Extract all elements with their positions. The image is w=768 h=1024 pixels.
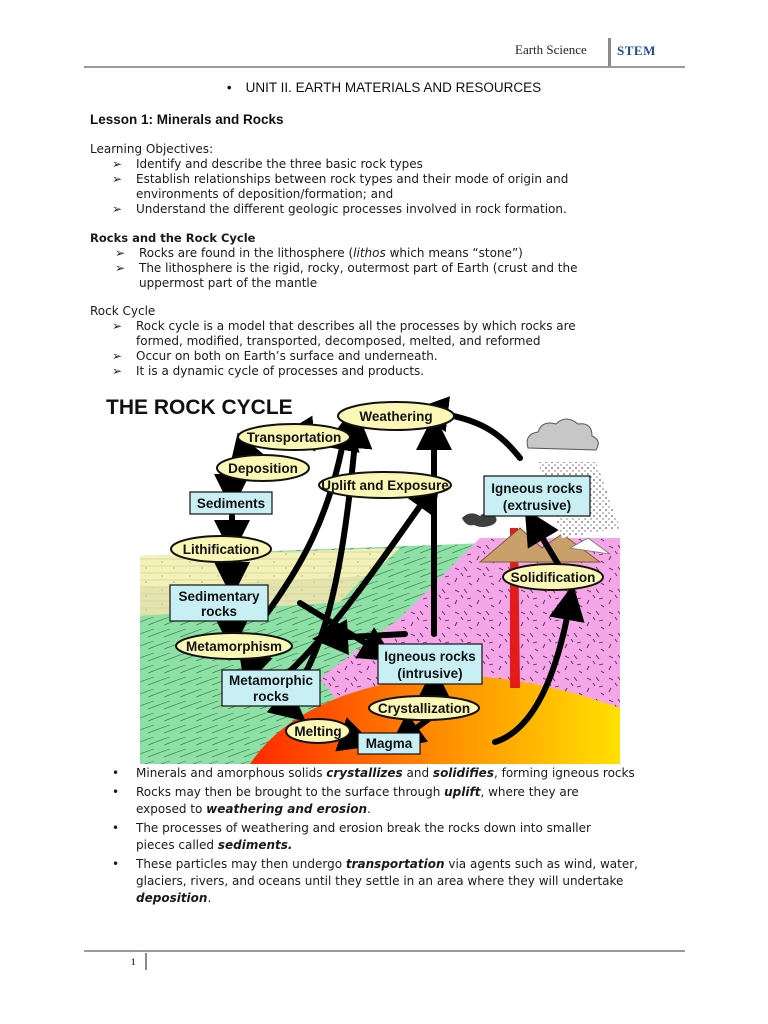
label-weathering: Weathering <box>359 409 432 424</box>
label-transportation: Transportation <box>247 430 342 445</box>
arrow-bullet-icon: ➢ <box>112 319 123 333</box>
label-metamorphic-2: rocks <box>253 689 289 704</box>
diagram-title: THE ROCK CYCLE <box>106 396 293 419</box>
arrow-bullet-icon: ➢ <box>112 157 123 171</box>
arrow-bullet-icon: ➢ <box>112 172 123 186</box>
explanation-item: • The processes of weathering and erosio… <box>112 821 591 852</box>
header-rule <box>84 66 685 68</box>
bullet-icon: • <box>112 857 120 871</box>
bullet-icon: • <box>226 80 232 95</box>
explanation-item: • Minerals and amorphous solids crystall… <box>112 766 635 780</box>
footer-rule <box>84 950 685 952</box>
lesson-title: Lesson 1: Minerals and Rocks <box>90 112 284 127</box>
rocks-heading: Rocks and the Rock Cycle <box>90 231 256 245</box>
bullet-icon: • <box>112 785 120 799</box>
label-igneous-intrusive-2: (intrusive) <box>397 666 462 681</box>
bullet-icon: • <box>112 821 120 835</box>
label-lithification: Lithification <box>183 542 260 557</box>
rock-cycle-item: ➢Rock cycle is a model that describes al… <box>112 319 576 348</box>
explanation-item: • These particles may then undergo trans… <box>112 857 638 905</box>
rock-cycle-item: ➢Occur on both on Earth’s surface and un… <box>112 349 438 363</box>
label-magma: Magma <box>366 736 413 751</box>
unit-title-row: • UNIT II. EARTH MATERIALS AND RESOURCES <box>0 80 768 95</box>
unit-title: UNIT II. EARTH MATERIALS AND RESOURCES <box>245 80 542 95</box>
rock-cycle-heading: Rock Cycle <box>90 304 156 318</box>
rocks-item: ➢Rocks are found in the lithosphere (lit… <box>115 246 523 260</box>
arrow-bullet-icon: ➢ <box>112 364 123 378</box>
arrow-bullet-icon: ➢ <box>112 202 123 216</box>
rock-cycle-diagram: THE ROCK CYCLE Weathering Transportation… <box>106 396 620 764</box>
rock-cycle-section: Rock Cycle ➢Rock cycle is a model that d… <box>90 304 690 379</box>
header-track-badge: STEM <box>617 43 656 58</box>
objective-item: ➢Understand the different geologic proce… <box>112 202 567 216</box>
arrow-bullet-icon: ➢ <box>115 246 126 260</box>
objective-item: ➢Establish relationships between rock ty… <box>112 172 569 201</box>
header-subject: Earth Science <box>515 42 587 57</box>
rock-cycle-item: ➢It is a dynamic cycle of processes and … <box>112 364 425 378</box>
label-uplift: Uplift and Exposure <box>321 478 449 493</box>
label-metamorphism: Metamorphism <box>186 639 282 654</box>
label-metamorphic-1: Metamorphic <box>229 673 314 688</box>
arrow-bullet-icon: ➢ <box>115 261 126 275</box>
page-number: 1 <box>131 957 136 967</box>
rocks-item: ➢The lithosphere is the rigid, rocky, ou… <box>115 261 578 290</box>
label-sediments: Sediments <box>197 496 265 511</box>
arrow-bullet-icon: ➢ <box>112 349 123 363</box>
bullet-icon: • <box>112 766 120 780</box>
rocks-section: Rocks and the Rock Cycle ➢Rocks are foun… <box>90 231 690 291</box>
label-melting: Melting <box>294 724 341 739</box>
label-igneous-extrusive-1: Igneous rocks <box>491 481 583 496</box>
explanation-bullets: • Minerals and amorphous solids crystall… <box>110 765 690 909</box>
explanation-item: • Rocks may then be brought to the surfa… <box>112 785 579 816</box>
label-sedimentary-2: rocks <box>201 604 237 619</box>
footer-divider <box>145 953 147 970</box>
label-sedimentary-1: Sedimentary <box>178 589 260 604</box>
label-crystallization: Crystallization <box>378 701 470 716</box>
label-deposition: Deposition <box>228 461 298 476</box>
objectives-heading: Learning Objectives: <box>90 142 214 156</box>
header-divider <box>608 38 611 66</box>
label-solidification: Solidification <box>511 570 596 585</box>
objective-item: ➢Identify and describe the three basic r… <box>112 157 423 171</box>
label-igneous-intrusive-1: Igneous rocks <box>384 649 476 664</box>
label-igneous-extrusive-2: (extrusive) <box>503 498 571 513</box>
learning-objectives: Learning Objectives: ➢Identify and descr… <box>90 142 690 217</box>
